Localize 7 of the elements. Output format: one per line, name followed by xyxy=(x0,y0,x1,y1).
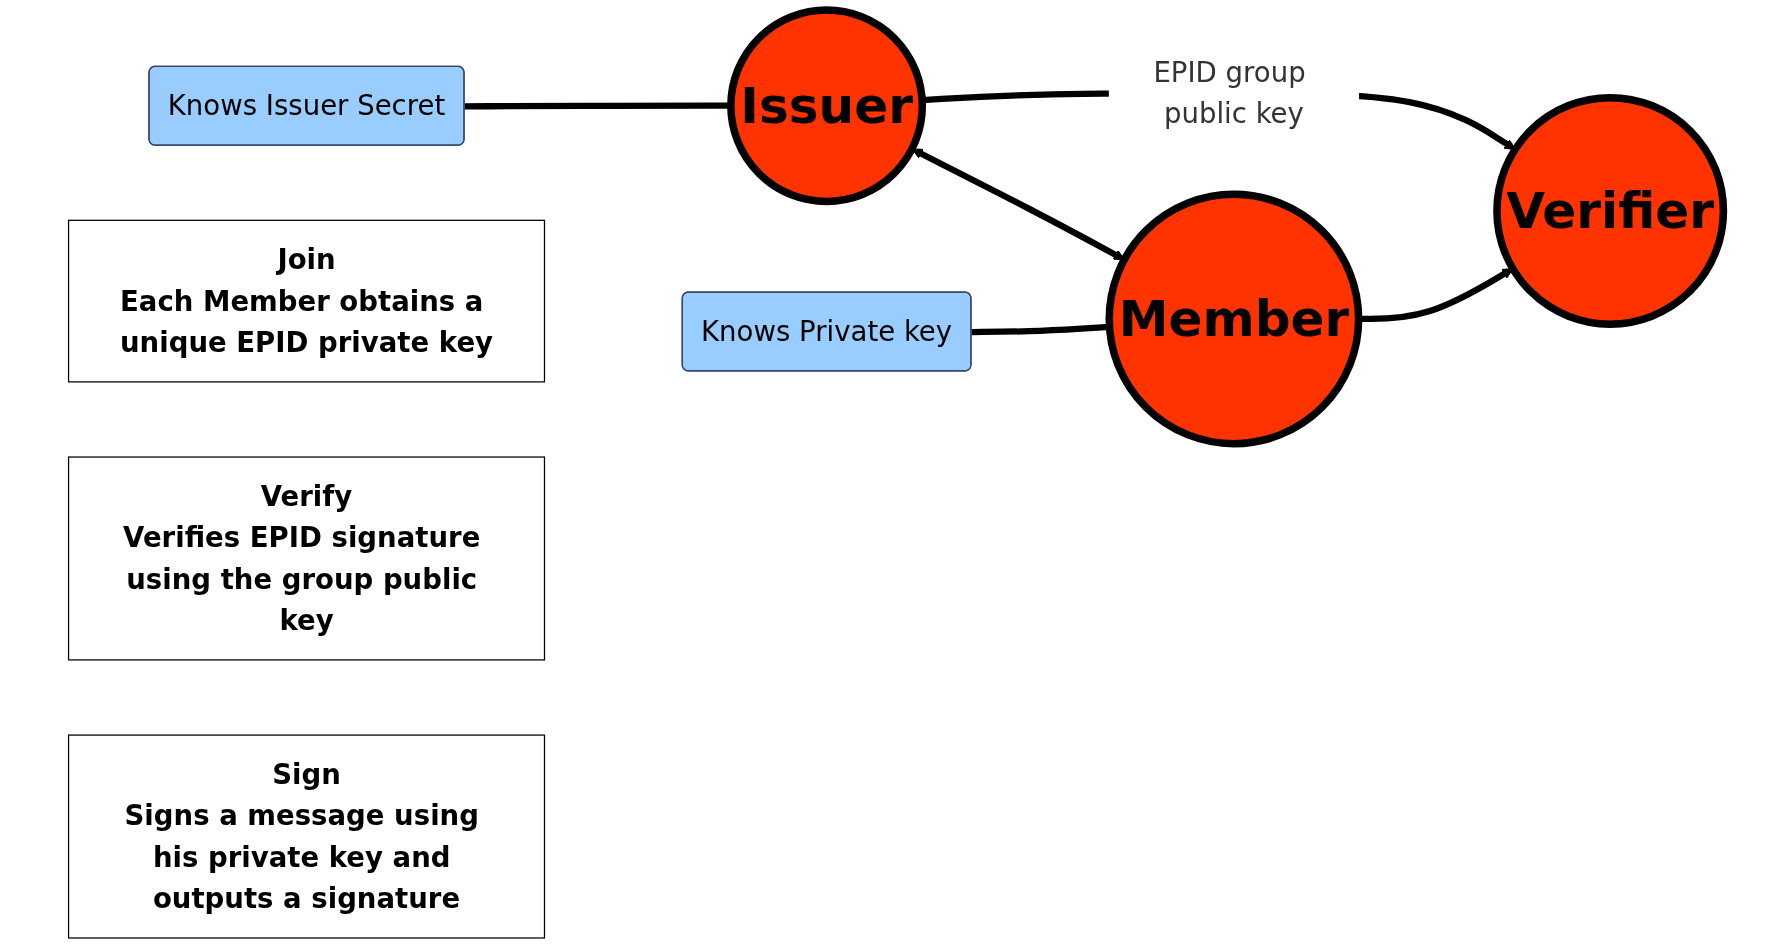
node-box: Join Each Member obtains a unique EPID private key xyxy=(67,219,546,383)
node-circle: Issuer xyxy=(727,6,927,206)
node-box: Sign Signs a message using his private key and outputs a signature xyxy=(67,734,546,939)
node-box: Verify Verifies EPID signature using the group public key xyxy=(67,456,546,661)
node-circle: Member xyxy=(1105,190,1363,448)
node-circle: Verifier xyxy=(1493,93,1728,328)
edge-label: EPID group public key xyxy=(1153,56,1306,130)
